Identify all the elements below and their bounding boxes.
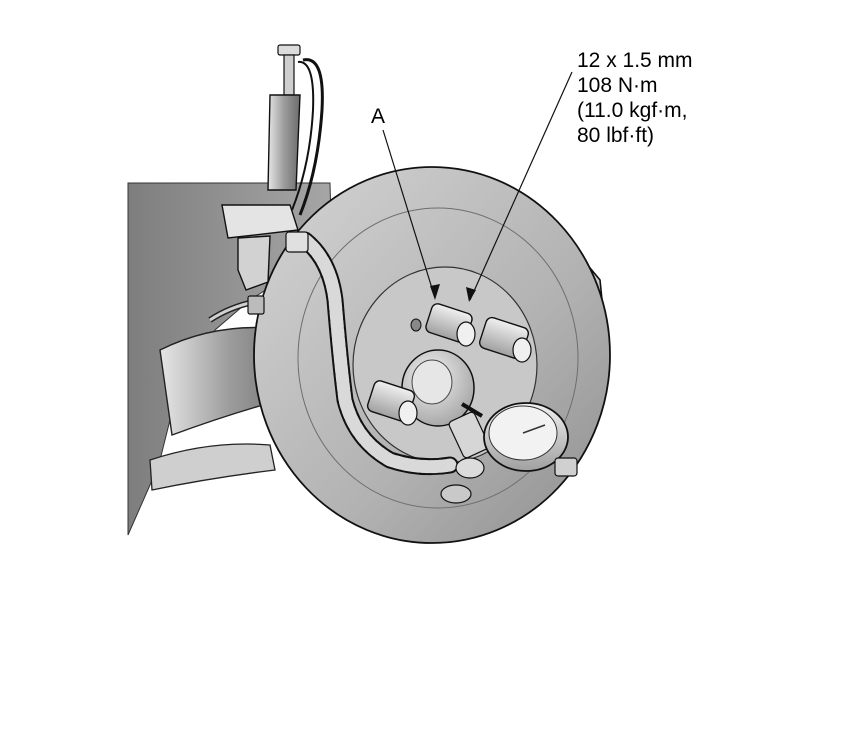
rotor-screw-hole [410, 318, 422, 332]
dial-indicator [440, 402, 578, 504]
lug-nut [425, 303, 476, 347]
torque-spec-callout: 12 x 1.5 mm 108 N·m (11.0 kgf·m, 80 lbf·… [577, 48, 693, 148]
spec-line: 80 lbf·ft) [577, 124, 655, 147]
lower-control-arm [149, 443, 276, 491]
leader-line-a [382, 129, 436, 299]
lug-nut [478, 316, 532, 363]
locking-clamp [221, 44, 324, 315]
flexible-gauge-arm [296, 231, 459, 476]
spec-line: 108 N·m [577, 74, 658, 97]
spec-line: (11.0 kgf·m, [577, 99, 688, 122]
spec-line: 12 x 1.5 mm [577, 49, 693, 72]
lug-nut [366, 380, 418, 426]
leader-line-spec [469, 71, 573, 301]
callout-label-a: A [371, 105, 386, 128]
